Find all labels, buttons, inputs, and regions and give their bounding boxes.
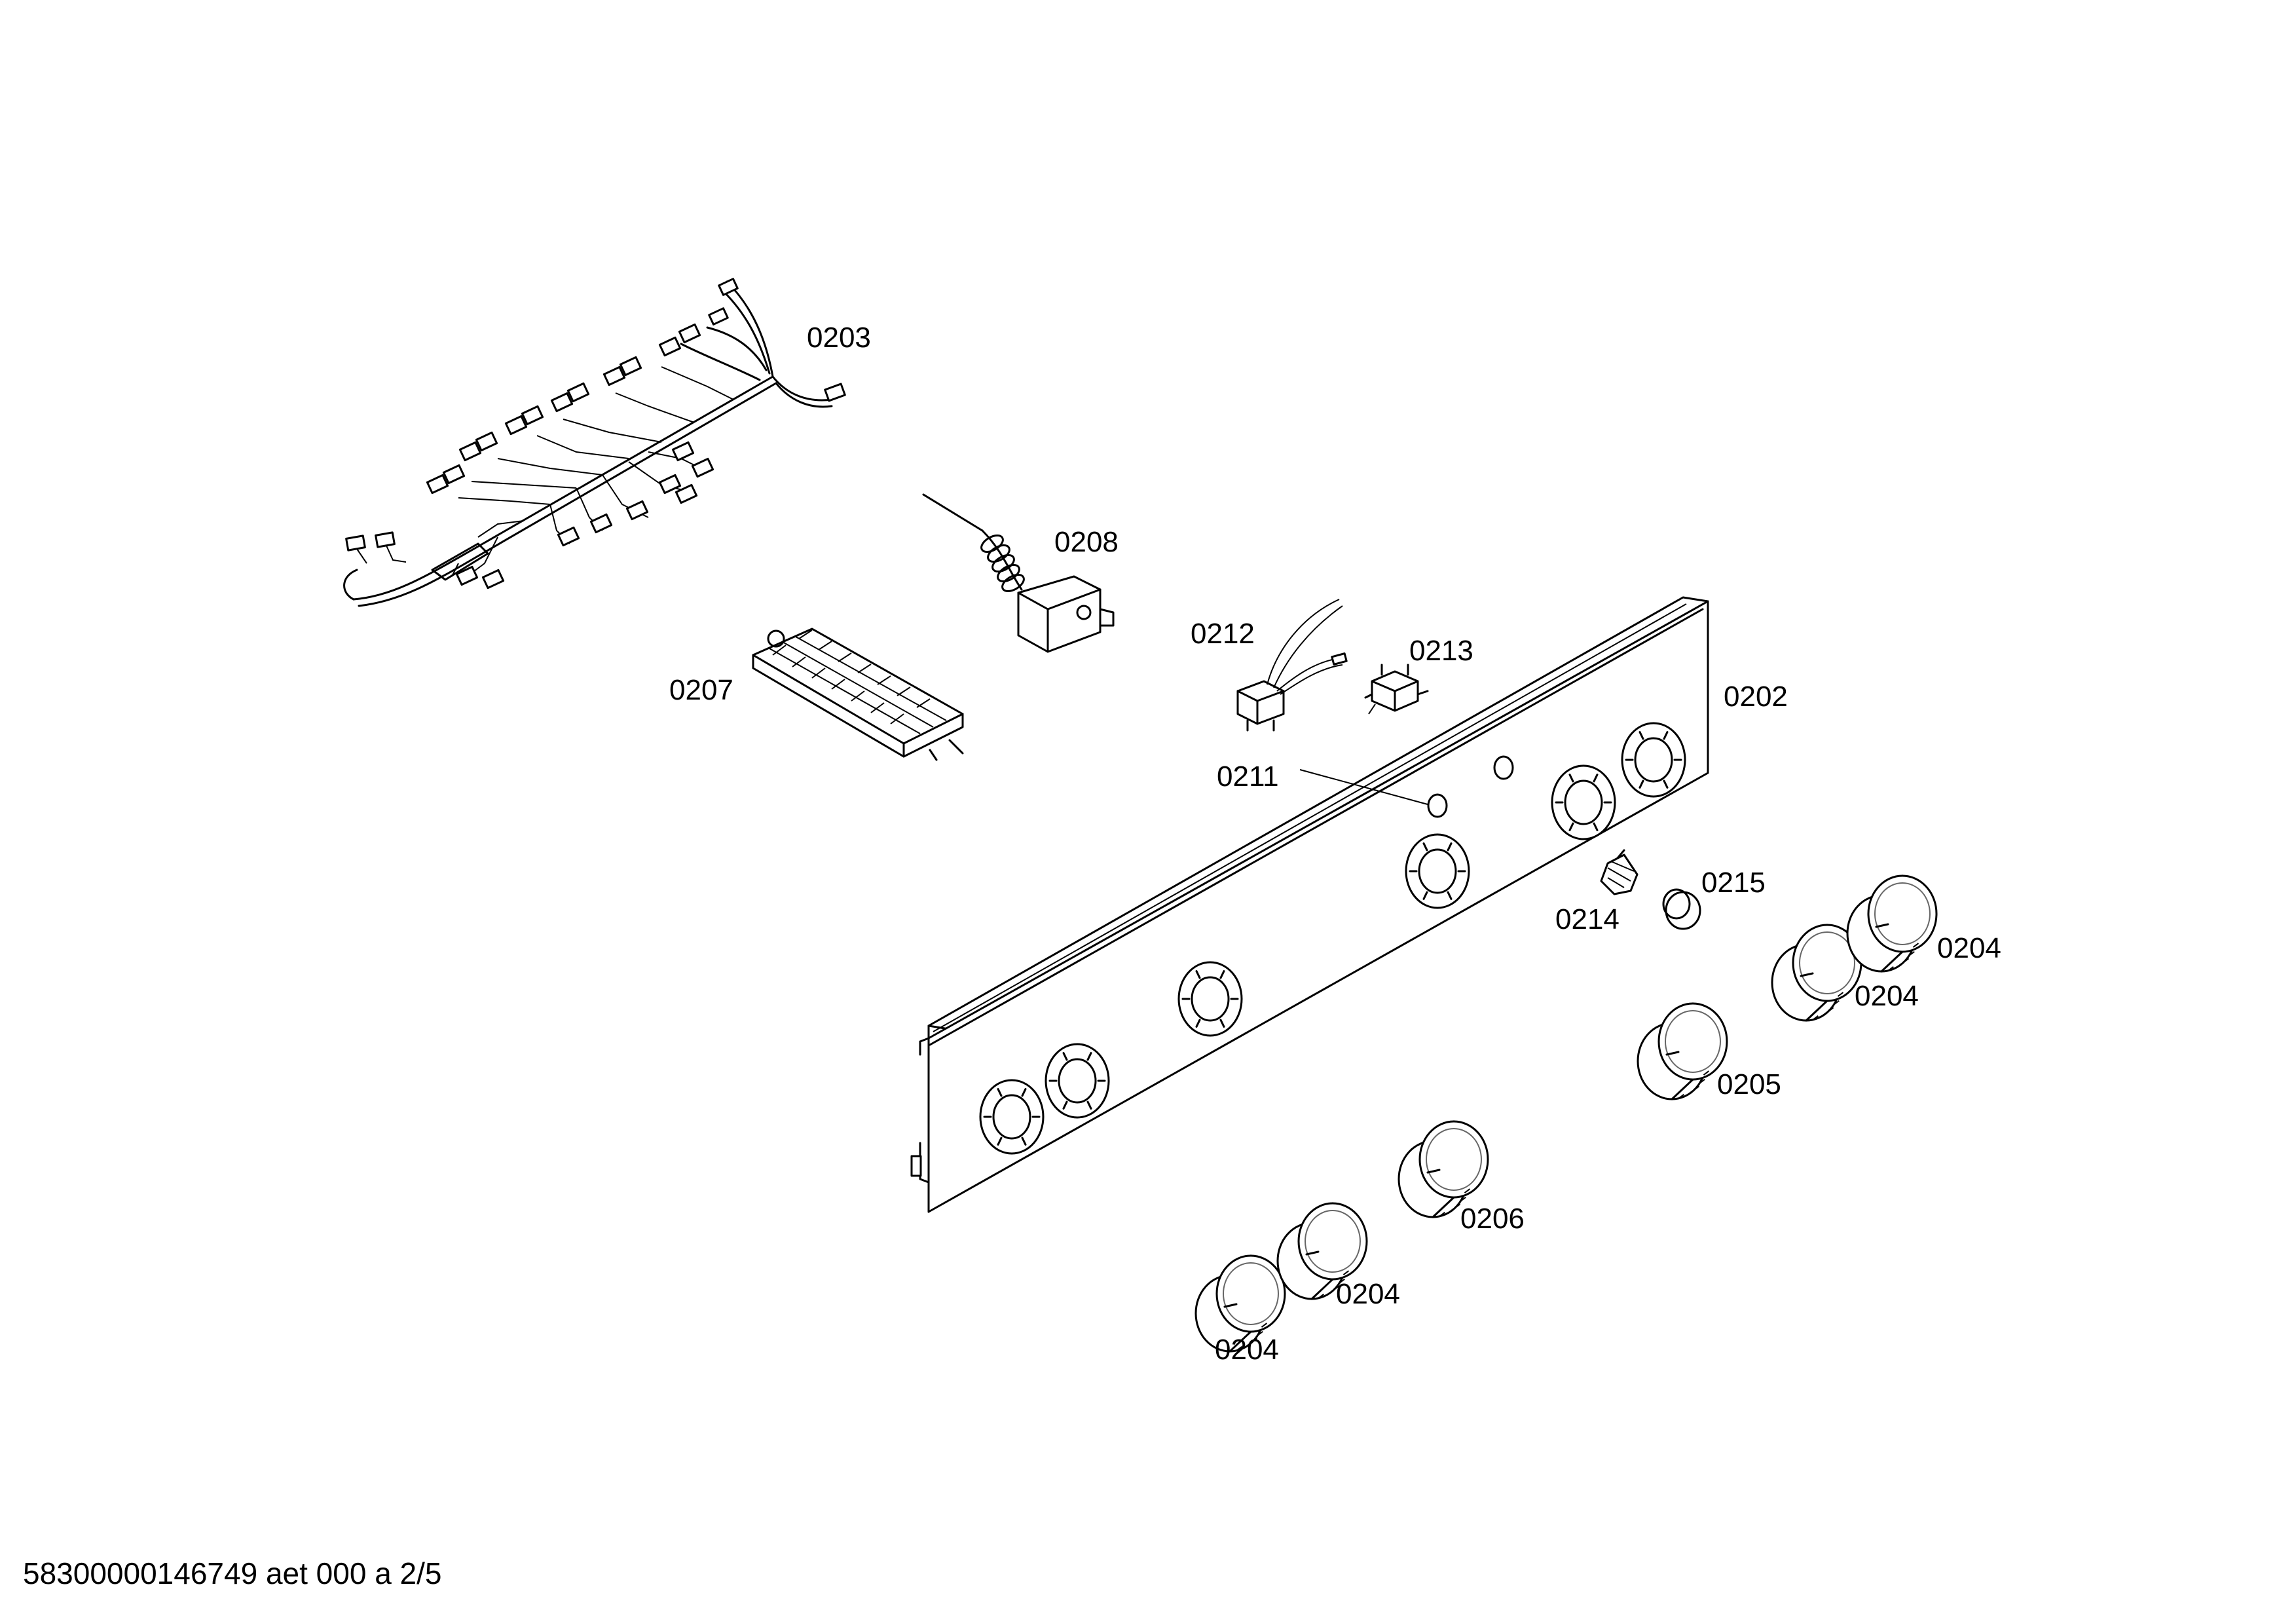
label-0203: 0203 [807, 322, 871, 354]
control-panel [910, 596, 1709, 1213]
knob-opening [1405, 833, 1470, 909]
control-knob [1637, 1002, 1728, 1100]
label-0213: 0213 [1409, 635, 1473, 667]
knob-bush [1662, 888, 1701, 930]
panel-knob-openings [979, 722, 1686, 1155]
control-knob [1846, 874, 1938, 973]
knob-spindle [1600, 849, 1639, 895]
control-knob [1771, 924, 1862, 1022]
terminal-block [752, 628, 964, 761]
label-0208: 0208 [1054, 526, 1119, 558]
knobs [1194, 874, 1938, 1353]
label-0204-right: 0204 [1937, 932, 2001, 964]
label-0204-left: 0204 [1215, 1334, 1279, 1366]
micro-switch [1364, 664, 1429, 715]
leader-line-0211 [1299, 769, 1428, 805]
label-0207: 0207 [669, 674, 733, 706]
label-0205: 0205 [1717, 1068, 1781, 1100]
label-0214: 0214 [1555, 903, 1620, 935]
switch [1236, 599, 1348, 732]
knob-opening [1551, 764, 1616, 840]
label-0206: 0206 [1460, 1203, 1525, 1235]
knob-opening [1177, 961, 1243, 1037]
control-knob [1398, 1120, 1489, 1218]
knob-opening [979, 1079, 1045, 1155]
label-0204-mid-left: 0204 [1336, 1278, 1400, 1310]
drawing-number: 58300000146749 aet 000 a 2/5 [23, 1556, 442, 1590]
thermostat [922, 493, 1115, 653]
control-knob [1276, 1202, 1368, 1300]
label-0211: 0211 [1217, 760, 1279, 793]
control-knob [1194, 1254, 1286, 1353]
knob-opening [1045, 1043, 1110, 1119]
knob-opening [1621, 722, 1686, 798]
label-0215: 0215 [1701, 867, 1766, 899]
label-0204-mid-right: 0204 [1855, 980, 1919, 1012]
wiring-harness [343, 278, 846, 607]
label-0212: 0212 [1191, 618, 1255, 650]
label-0202: 0202 [1724, 681, 1788, 713]
